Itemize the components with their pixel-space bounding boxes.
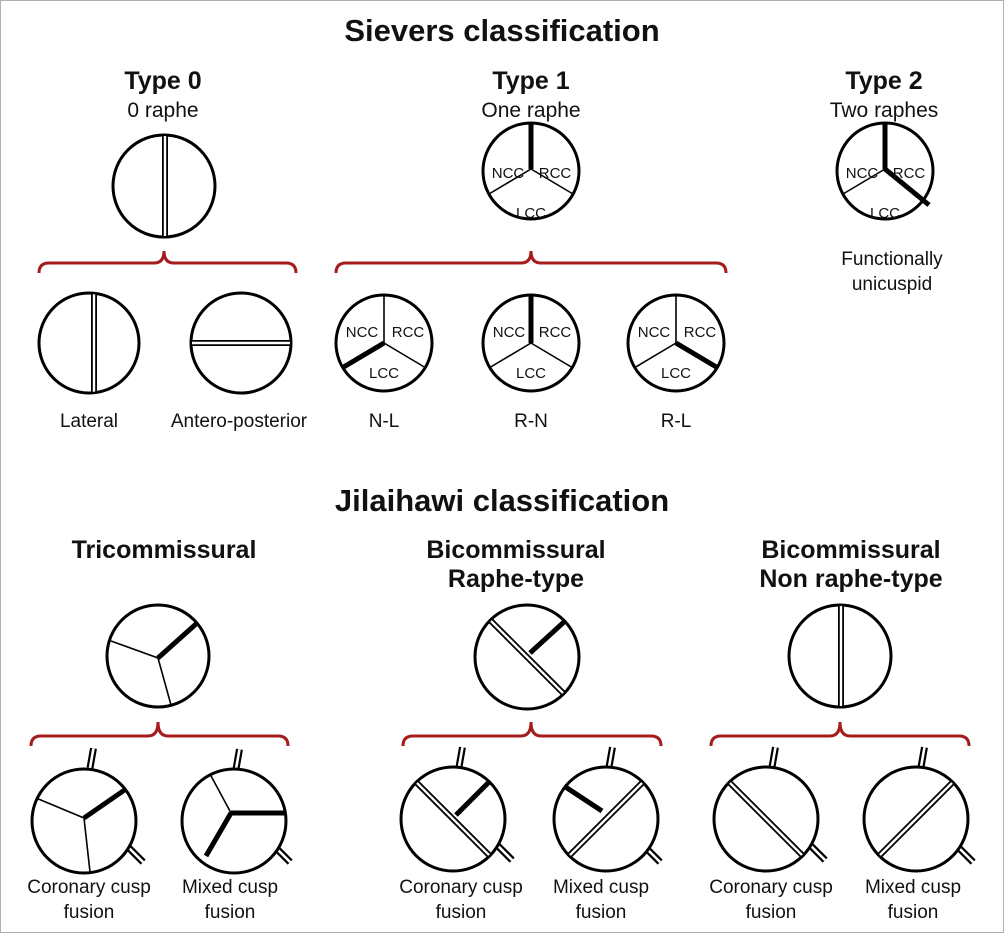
type2-note-line2: unicuspid bbox=[852, 274, 932, 295]
cusp-lcc: LCC bbox=[369, 365, 399, 382]
cusp-lcc: LCC bbox=[516, 205, 546, 222]
valve-raphe-mixed bbox=[552, 747, 660, 873]
valve-nonraphe-coronary bbox=[712, 747, 825, 873]
valve-n-l: NCC RCC LCC bbox=[334, 293, 434, 393]
valve-type0 bbox=[111, 133, 217, 239]
valve-nonraphe-type bbox=[787, 603, 893, 709]
label-nonraphe-coronary-line1: Coronary cusp bbox=[709, 877, 833, 898]
brace-raphe-type bbox=[401, 721, 663, 747]
label-antero-posterior: Antero-posterior bbox=[171, 411, 308, 432]
brace-type0 bbox=[37, 250, 298, 274]
type1-subtitle: One raphe bbox=[481, 99, 580, 122]
label-tri-mixed-line1: Mixed cusp bbox=[182, 877, 278, 898]
valve-lateral bbox=[37, 291, 141, 395]
nonraphe-title-line2: Non raphe-type bbox=[759, 565, 942, 593]
cusp-lcc: LCC bbox=[661, 365, 691, 382]
label-n-l: N-L bbox=[369, 411, 400, 432]
cusp-lcc: LCC bbox=[870, 205, 900, 222]
valve-nonraphe-mixed bbox=[862, 747, 973, 873]
label-raphe-mixed-line2: fusion bbox=[576, 902, 627, 923]
label-nonraphe-mixed-line2: fusion bbox=[888, 902, 939, 923]
type2-subtitle: Two raphes bbox=[830, 99, 939, 122]
valve-tri-mixed bbox=[180, 749, 290, 875]
label-lateral: Lateral bbox=[60, 411, 118, 432]
jilaihawi-title: Jilaihawi classification bbox=[335, 483, 669, 518]
valve-raphe-type bbox=[473, 603, 581, 711]
cusp-rcc: RCC bbox=[539, 324, 572, 341]
label-r-n: R-N bbox=[514, 411, 548, 432]
cusp-rcc: RCC bbox=[893, 165, 926, 182]
label-nonraphe-coronary-line2: fusion bbox=[746, 902, 797, 923]
brace-nonraphe-type bbox=[709, 721, 971, 747]
valve-r-n: NCC RCC LCC bbox=[481, 293, 581, 393]
label-raphe-coronary-line1: Coronary cusp bbox=[399, 877, 523, 898]
cusp-ncc: NCC bbox=[638, 324, 671, 341]
label-nonraphe-mixed-line1: Mixed cusp bbox=[865, 877, 961, 898]
cusp-lcc: LCC bbox=[516, 365, 546, 382]
valve-r-l: NCC RCC LCC bbox=[626, 293, 726, 393]
sievers-title: Sievers classification bbox=[344, 13, 659, 48]
cusp-ncc: NCC bbox=[846, 165, 879, 182]
valve-type2: NCC RCC LCC bbox=[835, 121, 935, 222]
label-tri-coronary-line2: fusion bbox=[64, 902, 115, 923]
cusp-ncc: NCC bbox=[493, 324, 526, 341]
type2-note-line1: Functionally bbox=[841, 249, 943, 270]
cusp-ncc: NCC bbox=[346, 324, 379, 341]
label-raphe-coronary-line2: fusion bbox=[436, 902, 487, 923]
label-r-l: R-L bbox=[661, 411, 692, 432]
brace-type1 bbox=[334, 250, 728, 274]
cusp-rcc: RCC bbox=[392, 324, 425, 341]
valve-tricommissural bbox=[105, 603, 211, 709]
label-tri-coronary-line1: Coronary cusp bbox=[27, 877, 151, 898]
cusp-rcc: RCC bbox=[539, 165, 572, 182]
valve-type1: NCC RCC LCC bbox=[481, 121, 581, 222]
tricommissural-title: Tricommissural bbox=[72, 536, 257, 564]
cusp-rcc: RCC bbox=[684, 324, 717, 341]
raphe-title-line1: Bicommissural bbox=[426, 536, 605, 564]
label-tri-mixed-line2: fusion bbox=[205, 902, 256, 923]
valve-raphe-coronary bbox=[399, 747, 512, 873]
valve-tri-coronary bbox=[30, 748, 143, 875]
type1-title: Type 1 bbox=[492, 67, 569, 95]
type0-title: Type 0 bbox=[124, 67, 201, 95]
type0-subtitle: 0 raphe bbox=[127, 99, 198, 122]
raphe-title-line2: Raphe-type bbox=[448, 565, 584, 593]
label-raphe-mixed-line1: Mixed cusp bbox=[553, 877, 649, 898]
brace-tricommissural bbox=[29, 721, 290, 747]
nonraphe-title-line1: Bicommissural bbox=[761, 536, 940, 564]
valve-antero-posterior bbox=[189, 291, 293, 395]
type2-title: Type 2 bbox=[845, 67, 922, 95]
cusp-ncc: NCC bbox=[492, 165, 525, 182]
